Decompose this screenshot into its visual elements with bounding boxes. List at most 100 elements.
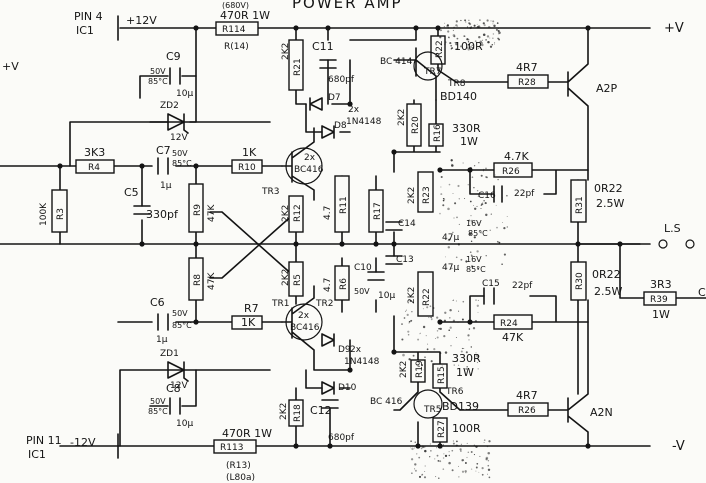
- noise-speck: [473, 205, 474, 207]
- top-left-v-label: +V: [2, 60, 19, 73]
- r113-alt: (R13): [226, 461, 251, 471]
- noise-speck: [455, 337, 457, 338]
- bottom-ic-label: IC1: [28, 448, 46, 461]
- noise-speck: [456, 440, 458, 443]
- noise-speck: [482, 201, 484, 203]
- r8-body: [188, 257, 204, 301]
- r31-value: 0R22: [594, 182, 623, 195]
- noise-speck: [483, 200, 485, 202]
- noise-speck: [433, 348, 436, 351]
- noise-speck: [414, 447, 416, 449]
- noise-speck: [458, 465, 459, 467]
- r10-ref: R10: [238, 163, 256, 173]
- c9-voltage: 50V: [150, 67, 166, 76]
- top-cut-note: (680V): [222, 1, 249, 10]
- tr6-ref: TR6: [445, 387, 464, 397]
- noise-speck: [491, 43, 494, 46]
- noise-speck: [448, 329, 451, 332]
- noise-speck: [453, 26, 455, 29]
- noise-speck: [422, 325, 426, 329]
- d7-ref: D7: [328, 93, 341, 103]
- noise-speck: [450, 44, 453, 47]
- r16-body: [428, 123, 444, 147]
- c8-plates: [169, 397, 181, 415]
- r114-ref: R114: [222, 25, 246, 35]
- noise-speck: [506, 216, 508, 218]
- tr8-part: BD140: [440, 90, 477, 103]
- r24-ref: R24: [500, 319, 518, 329]
- noise-speck: [468, 339, 470, 341]
- noise-speck: [411, 447, 414, 451]
- noise-speck: [440, 446, 443, 449]
- c10-plates: [367, 271, 385, 281]
- bottom-pin-label: PIN 11: [26, 434, 62, 447]
- noise-speck: [486, 445, 489, 448]
- noise-speck: [464, 198, 466, 199]
- noise-speck: [451, 300, 453, 301]
- c8-value: 10µ: [176, 419, 193, 429]
- noise-speck: [442, 444, 445, 446]
- tr7-circle: [413, 51, 443, 81]
- noise-speck: [465, 21, 467, 23]
- r31-power: 2.5W: [596, 197, 624, 210]
- r16-power: 1W: [460, 135, 478, 148]
- noise-speck: [449, 326, 452, 329]
- r21-body: [288, 39, 304, 91]
- noise-speck: [417, 338, 420, 341]
- c11-plates: [319, 59, 337, 69]
- noise-speck: [449, 317, 451, 319]
- noise-speck: [450, 159, 453, 162]
- c6-temp: 85°C: [172, 321, 192, 330]
- noise-speck: [475, 299, 477, 301]
- noise-speck: [447, 36, 450, 39]
- r12-value: 2K2: [281, 205, 291, 222]
- noise-speck: [506, 226, 508, 228]
- noise-speck: [468, 19, 470, 21]
- d8-ref: D8: [334, 121, 347, 131]
- noise-speck: [461, 318, 464, 321]
- noise-speck: [487, 459, 490, 462]
- noise-speck: [440, 175, 443, 179]
- noise-speck: [487, 41, 489, 43]
- noise-speck: [457, 184, 460, 188]
- c7-voltage: 50V: [172, 149, 188, 158]
- noise-speck: [472, 327, 476, 330]
- noise-speck: [414, 441, 417, 444]
- noise-speck: [467, 183, 470, 186]
- c13-plates: [385, 255, 403, 265]
- c13-voltage: 16V: [466, 255, 482, 264]
- noise-speck: [410, 458, 414, 461]
- noise-speck: [430, 318, 433, 320]
- noise-speck: [455, 444, 458, 446]
- noise-speck: [455, 24, 458, 27]
- d10-symbol: [321, 381, 335, 395]
- r18-wire: [295, 387, 331, 447]
- c6-value: 1µ: [156, 335, 168, 345]
- noise-speck: [467, 41, 470, 43]
- noise-speck: [468, 328, 471, 330]
- noise-speck: [438, 327, 440, 330]
- noise-speck: [451, 267, 453, 270]
- noise-speck: [414, 463, 417, 466]
- noise-speck: [487, 473, 488, 475]
- c10-value: 10µ: [378, 291, 395, 301]
- noise-speck: [483, 442, 485, 443]
- c8-ref: C8: [166, 382, 181, 395]
- bottom-rail-label: -V: [672, 439, 685, 454]
- c6-ref: C6: [150, 296, 165, 309]
- noise-speck: [470, 468, 473, 470]
- noise-speck: [444, 41, 447, 44]
- noise-speck: [488, 476, 491, 479]
- zd2-value: 12V: [170, 133, 188, 143]
- tr1-part: BC416: [290, 323, 320, 333]
- noise-speck: [424, 465, 426, 467]
- noise-speck: [419, 332, 421, 334]
- noise-speck: [488, 440, 491, 443]
- noise-speck: [464, 462, 467, 464]
- d7-d8-path: [305, 103, 351, 133]
- r22-top-ref: R22: [435, 40, 445, 58]
- noise-speck: [470, 219, 474, 223]
- noise-speck: [489, 45, 493, 48]
- r21-ref: R21: [293, 58, 303, 76]
- c5-value: 330pf: [146, 208, 179, 221]
